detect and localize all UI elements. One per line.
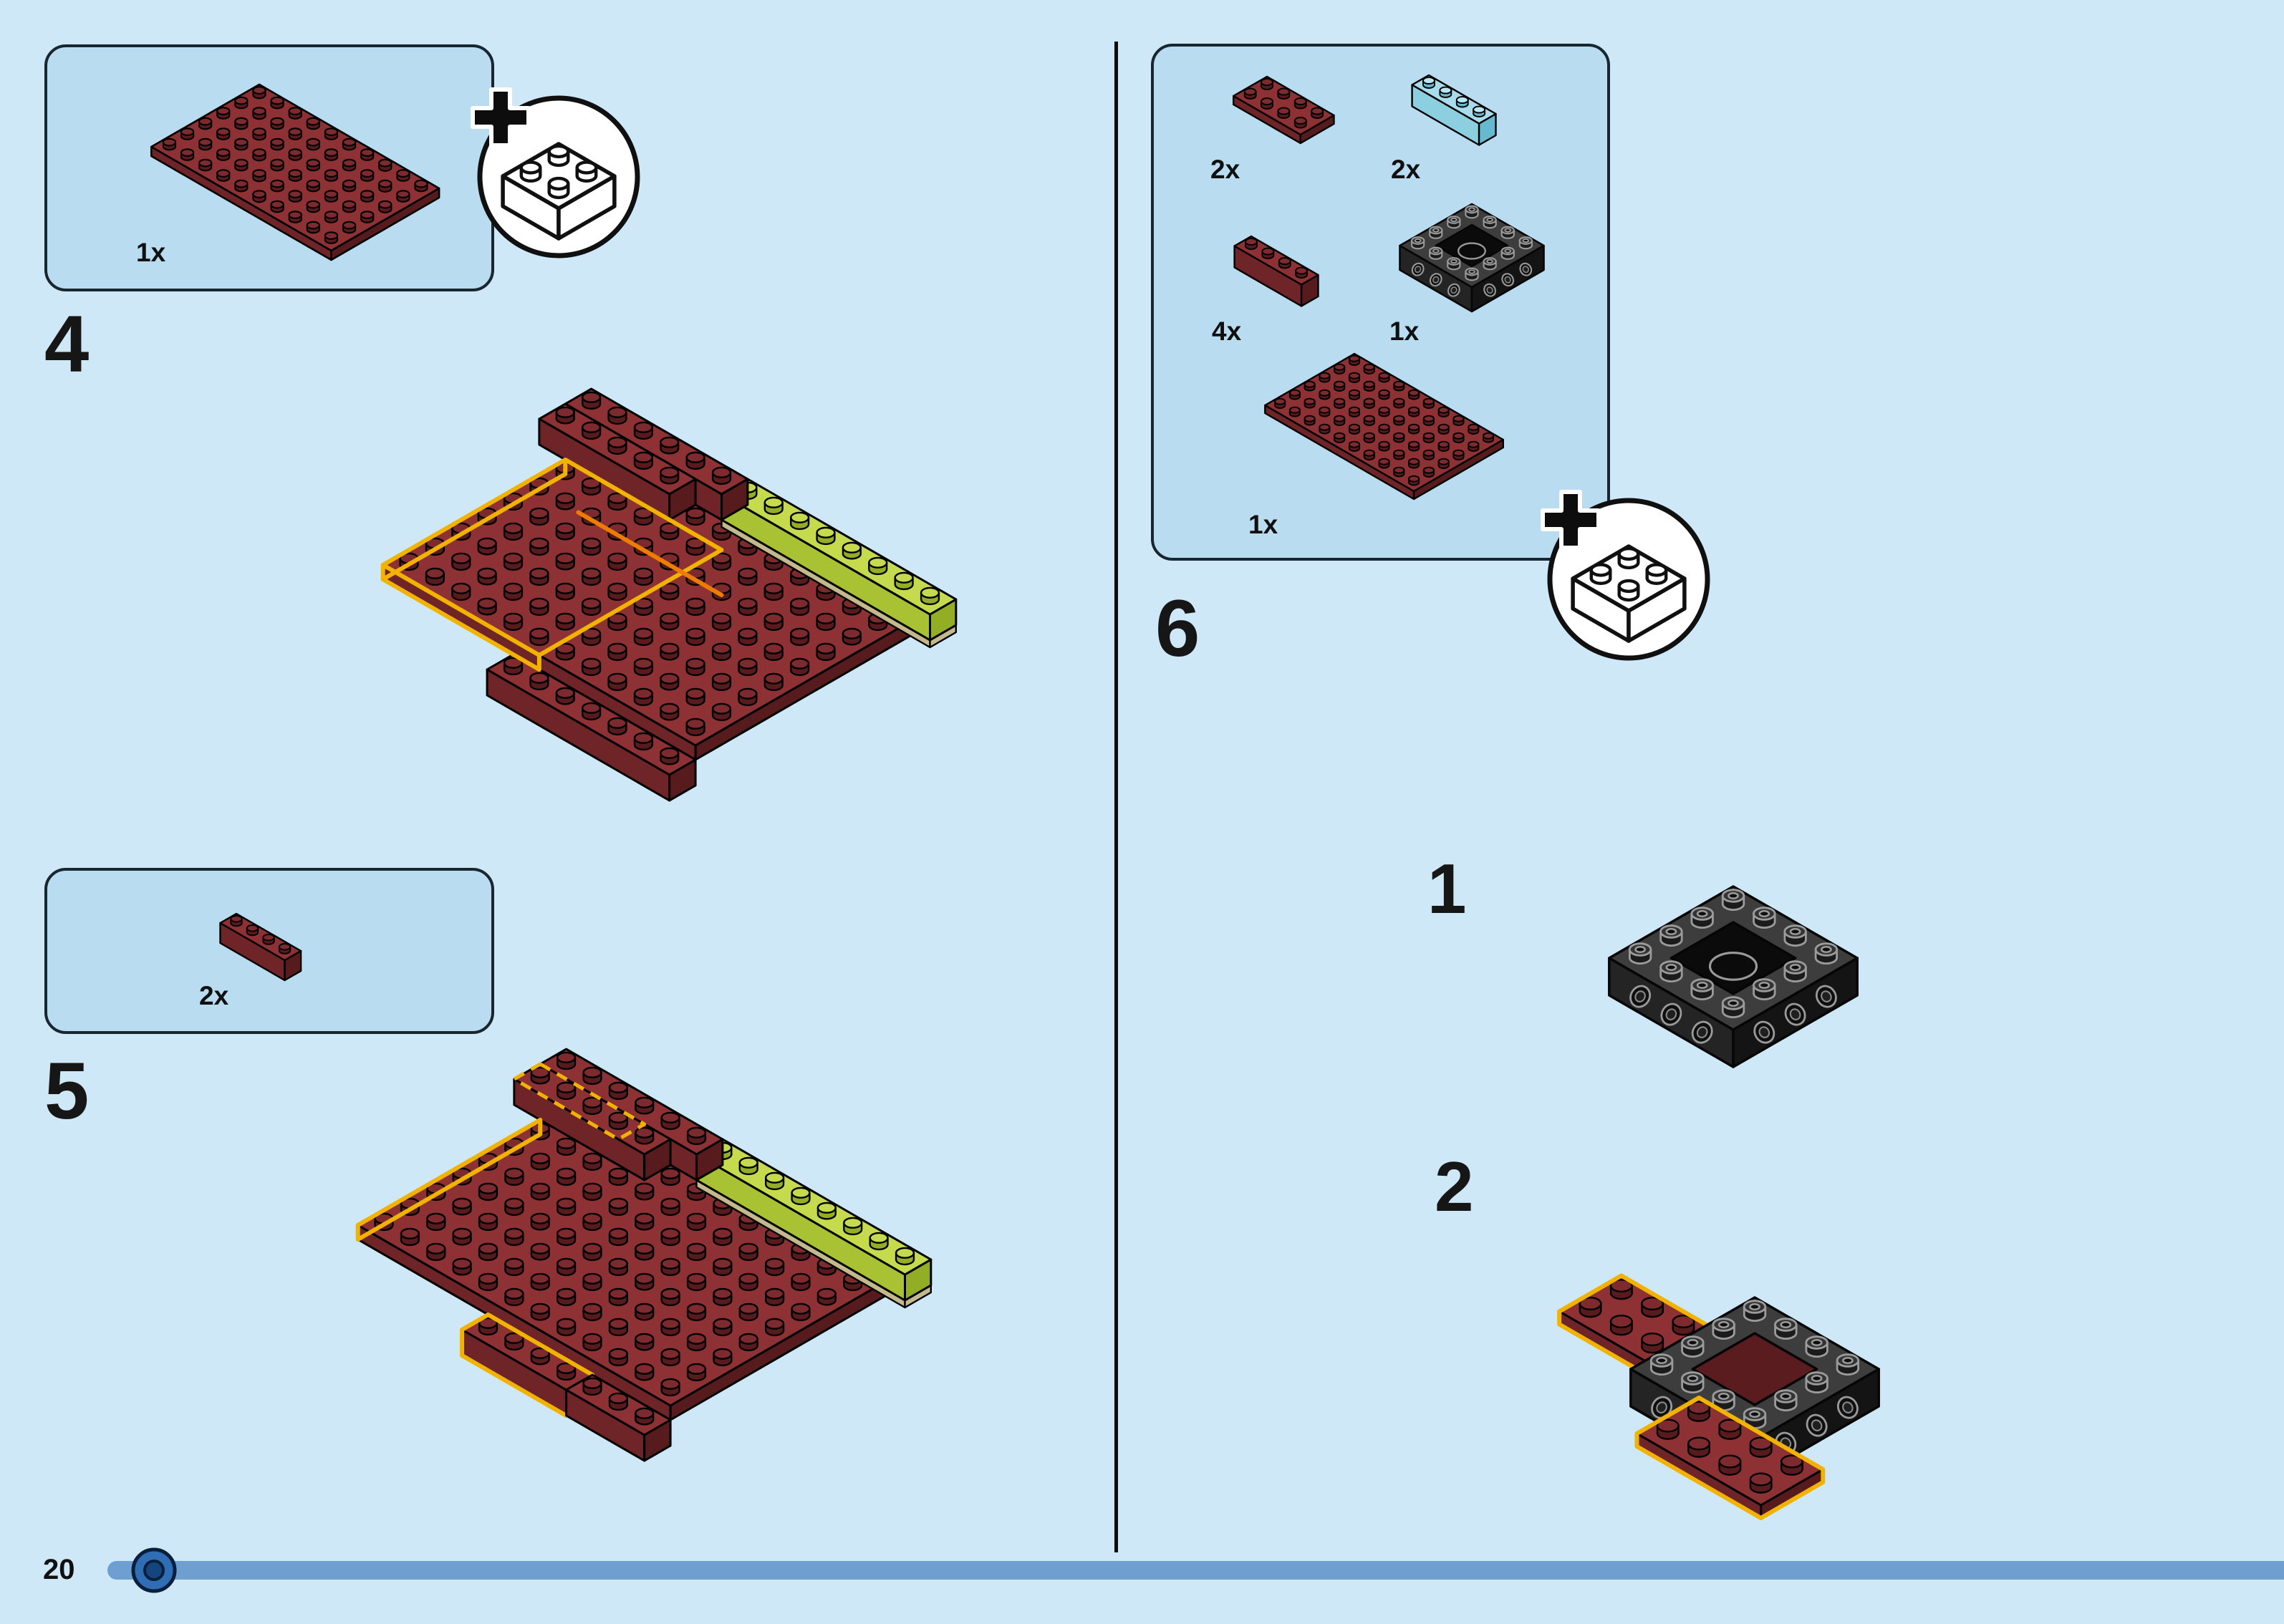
progress-knob[interactable]: [130, 1547, 178, 1594]
step5-parts-callout: 2x: [44, 868, 494, 1034]
step5-assembly-illustration: [355, 1048, 933, 1462]
step6-number: 6: [1155, 584, 1200, 673]
dark-red-plate-6x10-illustration: [150, 83, 440, 261]
part-quantity-label: 1x: [1389, 316, 1420, 346]
plus-brick-icon: [1528, 478, 1715, 664]
step6-parts-callout: 2x 2x 4x 1x 1x: [1151, 44, 1610, 561]
step6-substep1-number: 1: [1427, 849, 1467, 928]
column-divider: [1114, 42, 1118, 1552]
dark-red-brick-1x4-illustration: [1233, 235, 1319, 307]
plus-brick-icon-graphic: [1541, 490, 1710, 661]
part-quantity-label: 1x: [136, 238, 166, 267]
azure-brick-1x4-illustration: [1411, 74, 1497, 146]
step4-parts-callout: 1x: [44, 44, 494, 291]
black-technic-brick-4x4-illustration: [1399, 203, 1545, 313]
part-quantity-label: 2x: [1210, 155, 1240, 184]
substep2-assembly-illustration: [1557, 1273, 1880, 1520]
dark-red-plate-2x4-illustration: [1233, 75, 1335, 145]
part-quantity-label: 1x: [1248, 510, 1278, 539]
substep1-assembly-illustration: [1608, 885, 1859, 1068]
step4-assembly-illustration: [380, 387, 958, 802]
progress-bar[interactable]: [107, 1561, 2284, 1580]
plus-brick-icon-graphic: [471, 87, 640, 258]
step5-number: 5: [44, 1046, 90, 1136]
step6-substep2-number: 2: [1435, 1147, 1474, 1226]
dark-red-plate-6x10-illustration: [1264, 352, 1504, 501]
page-number: 20: [43, 1554, 75, 1585]
plus-brick-icon: [458, 75, 645, 261]
step4-number: 4: [44, 299, 90, 389]
part-quantity-label: 2x: [1391, 155, 1421, 184]
dark-red-brick-1x4-illustration: [219, 912, 302, 982]
part-quantity-label: 4x: [1212, 316, 1242, 346]
part-quantity-label: 2x: [199, 981, 229, 1010]
